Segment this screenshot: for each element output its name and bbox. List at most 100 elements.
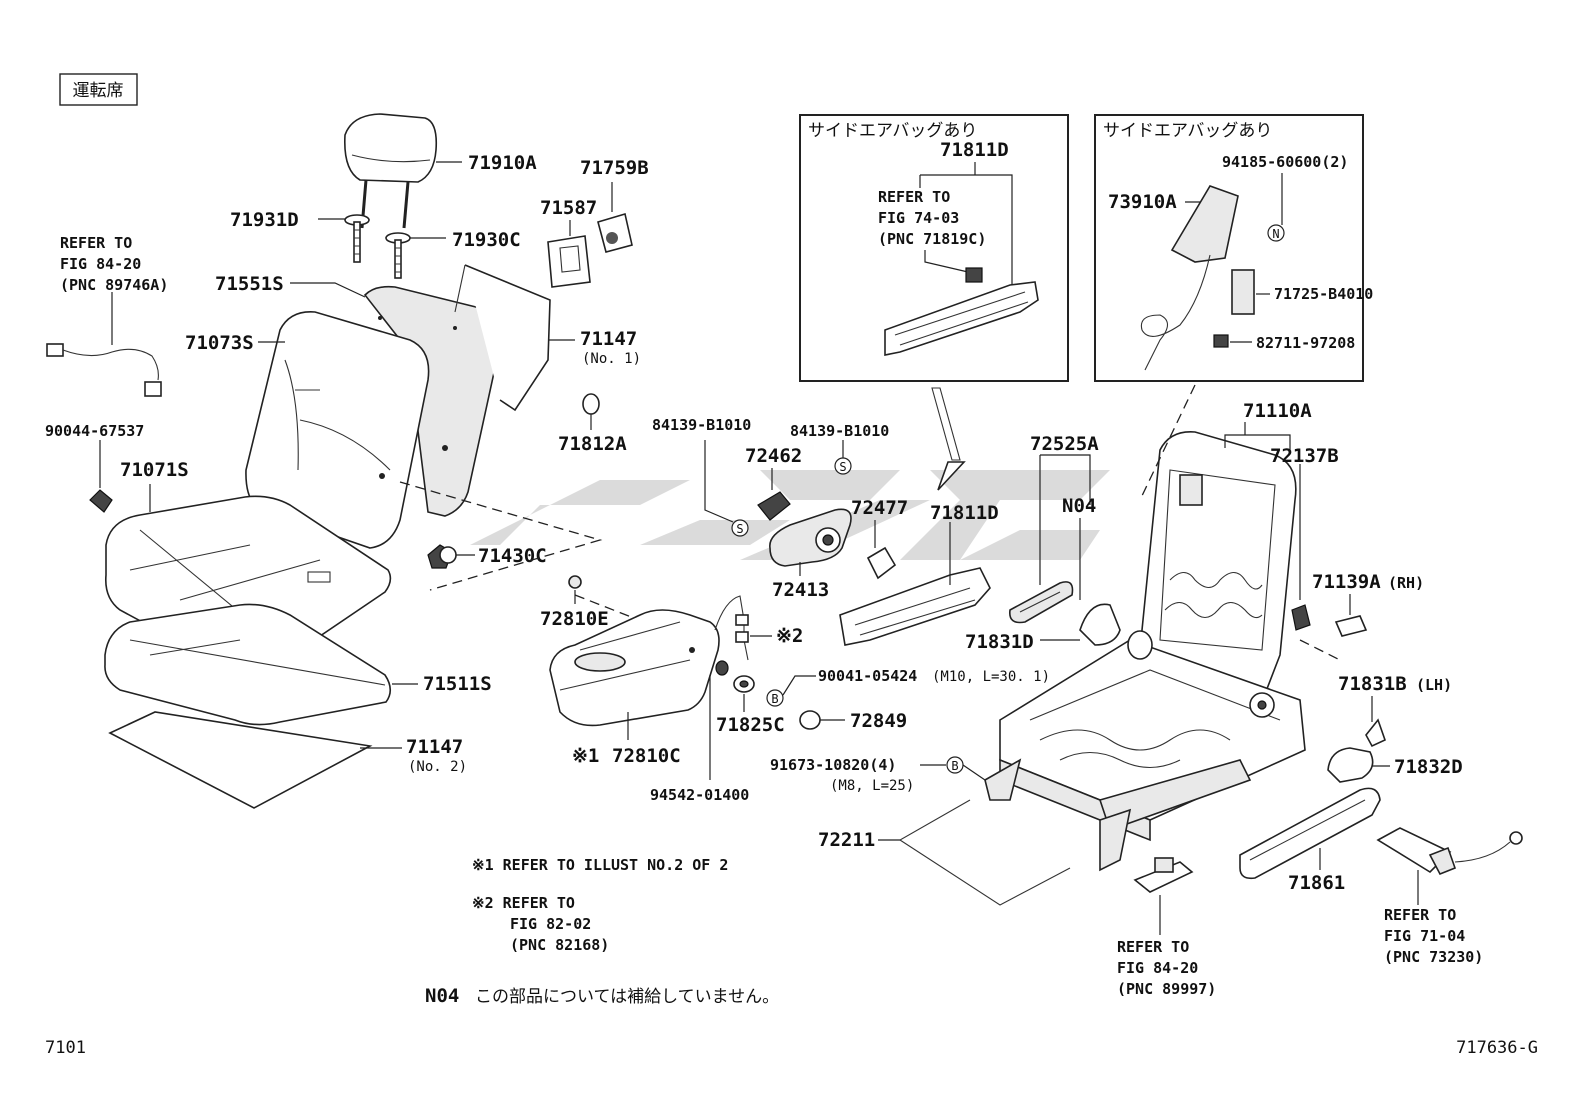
label-71139A-sub: (RH) — [1388, 574, 1424, 592]
refer-bottom-right-3: (PNC 73230) — [1384, 948, 1483, 966]
svg-text:N: N — [1272, 227, 1279, 241]
label-72525A: 72525A — [1030, 433, 1099, 455]
label-90041-05424: 90041-05424 — [818, 667, 917, 685]
washer-94542-01400[interactable] — [715, 660, 729, 676]
inset2-part-73910A: 73910A — [1108, 191, 1177, 213]
label-71147-no1-sub: (No. 1) — [582, 351, 641, 367]
label-71832D: 71832D — [1394, 756, 1463, 778]
refer-bottom-mid-2: FIG 84-20 — [1117, 959, 1198, 977]
note-1: ※1 REFER TO ILLUST NO.2 OF 2 — [472, 856, 728, 874]
seatback-cover-71073S[interactable] — [245, 311, 430, 549]
label-90044-67537: 90044-67537 — [45, 422, 144, 440]
marker-b-1: B — [766, 689, 784, 707]
label-72810E: 72810E — [540, 608, 609, 630]
label-72477: 72477 — [851, 497, 908, 519]
seat-cushion-pad-71511S[interactable] — [104, 603, 392, 726]
refer-wire-left-2: FIG 84-20 — [60, 255, 141, 273]
label-71931D: 71931D — [230, 209, 299, 231]
knob-72462[interactable] — [757, 491, 791, 521]
clip-71587[interactable] — [547, 235, 591, 288]
bracket-71759B[interactable] — [597, 212, 633, 253]
label-71811D-main: 71811D — [930, 502, 999, 524]
marker-b-2: B — [946, 756, 964, 774]
label-71511S: 71511S — [423, 673, 492, 695]
refer-wire-left-1: REFER TO — [60, 234, 132, 252]
label-N04: N04 — [1062, 495, 1096, 517]
marker-s-2: S — [834, 457, 852, 475]
nut-72810E[interactable] — [568, 575, 582, 589]
svg-text:S: S — [839, 460, 846, 474]
headrest-71910A[interactable] — [343, 113, 438, 229]
clip-90044-67537[interactable] — [89, 489, 113, 513]
connector-89997[interactable] — [1133, 857, 1194, 893]
refer-bottom-right-1: REFER TO — [1384, 906, 1456, 924]
label-91673-10820-sub: (M8, L=25) — [830, 778, 914, 794]
inset-side-shield: サイドエアバッグあり 71811D REFER TO FIG 74-03 (PN… — [799, 114, 1069, 382]
side-cover-71861[interactable] — [1239, 787, 1381, 880]
inset2-part-94185: 94185-60600(2) — [1222, 153, 1348, 171]
buckle-73230[interactable] — [1376, 827, 1523, 876]
bushing-71825C[interactable] — [733, 675, 755, 693]
cap-72477[interactable] — [866, 546, 897, 580]
corner-tag-text: 運転席 — [73, 81, 124, 101]
inset2-part-82711: 82711-97208 — [1256, 334, 1355, 352]
label-71831B: 71831B — [1338, 673, 1407, 695]
headrest-guide-71931D[interactable] — [344, 214, 370, 263]
inset2-part-71725: 71725-B4010 — [1274, 285, 1373, 303]
label-84139-B1010-b: 84139-B1010 — [790, 422, 889, 440]
pad-71147-no1[interactable] — [454, 264, 551, 412]
label-72413: 72413 — [772, 579, 829, 601]
cover-71831D[interactable] — [1079, 603, 1121, 646]
note-2-line1: ※2 REFER TO — [472, 894, 575, 912]
label-71147-no2-sub: (No. 2) — [408, 759, 467, 775]
label-91673-10820: 91673-10820(4) — [770, 756, 896, 774]
wire-harness-89746A[interactable] — [46, 343, 162, 397]
seat-frame-71110A[interactable] — [984, 431, 1306, 872]
label-71825C: 71825C — [716, 714, 785, 736]
marker-n: N — [1267, 224, 1285, 242]
label-90041-05424-sub: (M10, L=30. 1) — [932, 669, 1050, 685]
cover-71832D[interactable] — [1327, 747, 1374, 783]
recliner-cover-72413[interactable] — [769, 508, 852, 567]
label-84139-B1010-a: 84139-B1010 — [652, 416, 751, 434]
pad-71147-no2[interactable] — [108, 711, 373, 809]
label-71147-no1: 71147 — [580, 328, 637, 350]
label-mark-x2: ※2 — [776, 625, 803, 647]
inset1-ref-1: REFER TO — [878, 188, 950, 206]
refer-bottom-right-2: FIG 71-04 — [1384, 927, 1465, 945]
cap-72849[interactable] — [799, 710, 821, 730]
label-71147-no2: 71147 — [406, 736, 463, 758]
note-n04-code: N04 — [425, 985, 459, 1007]
svg-text:B: B — [771, 692, 778, 706]
cover-71831B[interactable] — [1365, 718, 1386, 748]
svg-text:B: B — [951, 759, 958, 773]
refer-bottom-mid-1: REFER TO — [1117, 938, 1189, 956]
label-72849: 72849 — [850, 710, 907, 732]
armrest-wire[interactable] — [714, 595, 749, 661]
lever-72525A[interactable] — [1008, 581, 1074, 624]
note-n04-text: この部品については補給していません。 — [475, 987, 779, 1007]
label-72810C: 72810C — [612, 745, 681, 767]
label-71831B-sub: (LH) — [1416, 676, 1452, 694]
inset-arrow — [931, 387, 966, 491]
label-72137B: 72137B — [1270, 445, 1339, 467]
side-shield-71811D[interactable] — [839, 567, 991, 646]
label-71861: 71861 — [1288, 872, 1345, 894]
svg-text:S: S — [736, 522, 743, 536]
bolt-71430C[interactable] — [427, 544, 457, 569]
refer-wire-left-3: (PNC 89746A) — [60, 276, 168, 294]
label-71910A: 71910A — [468, 152, 537, 174]
inset1-title: サイドエアバッグあり — [808, 121, 977, 141]
label-71139A: 71139A — [1312, 571, 1381, 593]
label-71759B: 71759B — [580, 157, 649, 179]
armrest-72810C[interactable] — [549, 609, 720, 727]
label-72810C-mark: ※1 — [572, 745, 599, 767]
latch-71139A[interactable] — [1291, 604, 1368, 637]
headrest-guide-71930C[interactable] — [385, 232, 411, 279]
inset1-ref-2: FIG 74-03 — [878, 209, 959, 227]
inset-side-airbag: サイドエアバッグあり 73910A 94185-60600(2) N 71725… — [1094, 114, 1373, 382]
ring-71812A[interactable] — [582, 393, 600, 415]
refer-bottom-mid-3: (PNC 89997) — [1117, 980, 1216, 998]
rod-72211[interactable] — [898, 799, 1071, 906]
